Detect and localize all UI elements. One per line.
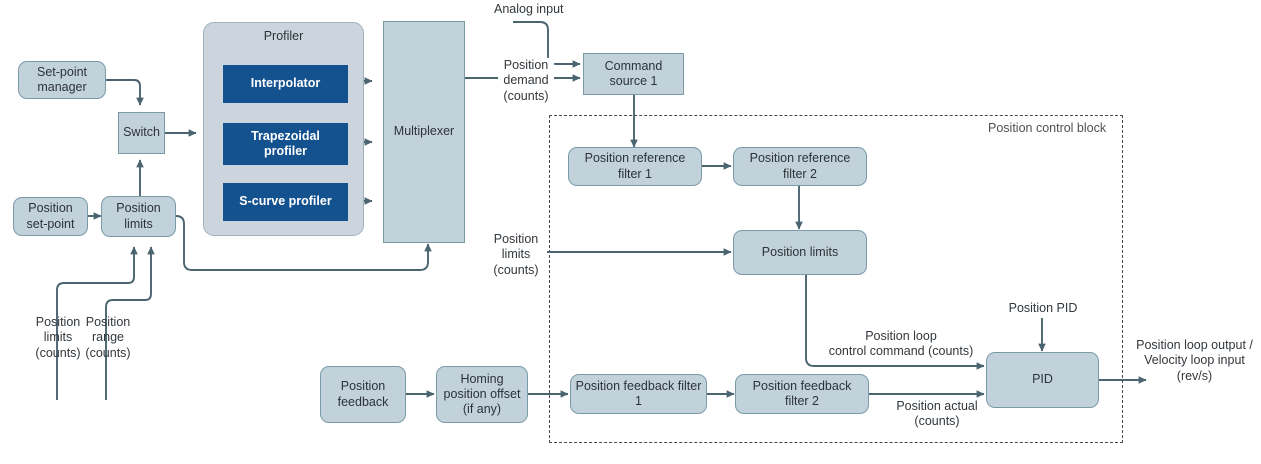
- node-pid[interactable]: PID: [986, 352, 1099, 408]
- node-set-point-manager[interactable]: Set-point manager: [18, 61, 106, 99]
- label-analog-input: Analog input: [494, 2, 564, 16]
- label-position-limits-counts-main: Position limits (counts): [485, 232, 547, 279]
- label-position-actual: Position actual (counts): [896, 399, 978, 429]
- node-homing-position-offset[interactable]: Homing position offset (if any): [436, 366, 528, 423]
- node-position-reference-filter-2[interactable]: Position reference filter 2: [733, 147, 867, 186]
- node-position-reference-filter-1[interactable]: Position reference filter 1: [568, 147, 702, 186]
- position-control-block-region: [549, 115, 1123, 443]
- node-multiplexer[interactable]: Multiplexer: [383, 21, 465, 243]
- node-position-feedback-filter-2[interactable]: Position feedback filter 2: [735, 374, 869, 414]
- position-control-block-label: Position control block: [988, 121, 1107, 135]
- node-switch[interactable]: Switch: [118, 112, 165, 154]
- container-profiler: Profiler Interpolator Trapezoidal profil…: [203, 22, 364, 236]
- node-position-set-point[interactable]: Position set-point: [13, 197, 88, 236]
- profiler-title: Profiler: [263, 29, 304, 43]
- label-position-range-counts: Position range (counts): [85, 315, 131, 360]
- label-position-loop-control-command: Position loop control command (counts): [828, 329, 974, 359]
- node-interpolator[interactable]: Interpolator: [223, 65, 348, 103]
- label-position-limits-counts-left: Position limits (counts): [35, 315, 81, 360]
- node-s-curve-profiler[interactable]: S-curve profiler: [223, 183, 348, 221]
- node-position-feedback[interactable]: Position feedback: [320, 366, 406, 423]
- label-position-pid: Position PID: [1008, 301, 1078, 315]
- node-trapezoidal-profiler[interactable]: Trapezoidal profiler: [223, 123, 348, 165]
- node-position-limits-main[interactable]: Position limits: [733, 230, 867, 275]
- node-command-source-1[interactable]: Command source 1: [583, 53, 684, 95]
- node-position-feedback-filter-1[interactable]: Position feedback filter 1: [570, 374, 707, 414]
- label-position-loop-output: Position loop output / Velocity loop inp…: [1136, 338, 1253, 383]
- node-position-limits-left[interactable]: Position limits: [101, 196, 176, 237]
- label-position-demand: Position demand (counts): [498, 58, 554, 105]
